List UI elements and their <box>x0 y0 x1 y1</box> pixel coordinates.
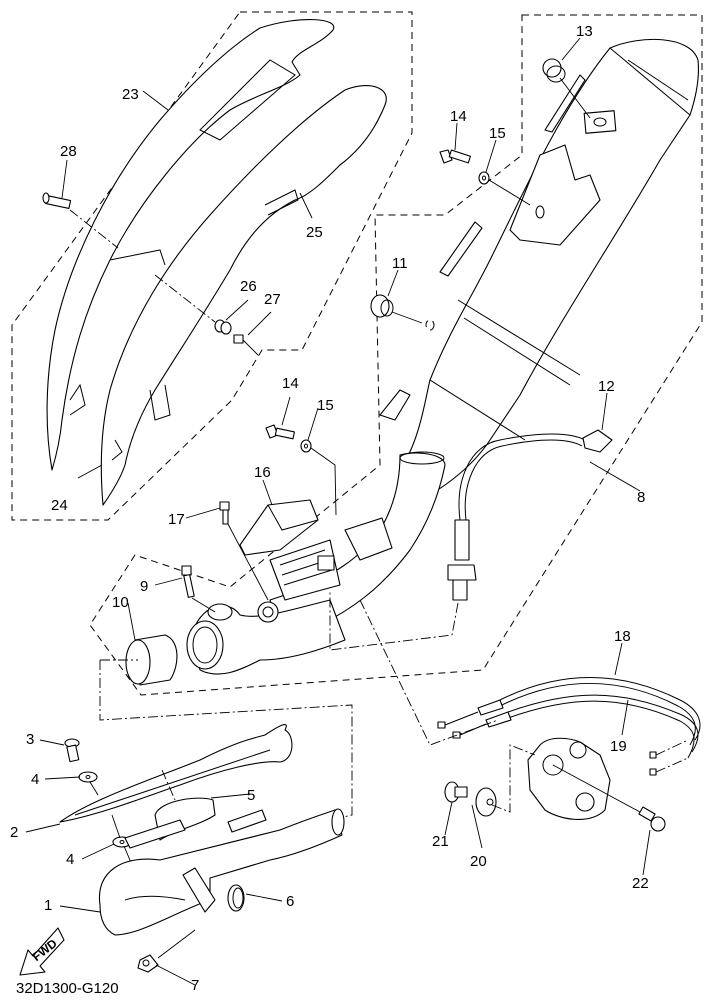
callout-9: 9 <box>140 578 148 595</box>
callout-15-lower: 15 <box>317 397 334 414</box>
callout-27: 27 <box>264 291 281 308</box>
servo-bolt <box>552 764 666 832</box>
muffler-body <box>379 38 699 501</box>
exhaust-pipe <box>98 808 345 936</box>
callout-23: 23 <box>122 86 139 103</box>
callout-11: 11 <box>392 255 408 272</box>
link-pipe <box>186 451 446 675</box>
callout-4-lower: 4 <box>66 851 74 868</box>
callout-14-lower: 14 <box>282 375 299 392</box>
group-boundary-23 <box>11 11 413 521</box>
callout-5: 5 <box>247 787 255 804</box>
callout-16: 16 <box>254 464 271 481</box>
callout-24: 24 <box>51 497 68 514</box>
callout-22: 22 <box>632 875 649 892</box>
cover-screw <box>42 192 119 249</box>
callout-12: 12 <box>598 378 615 395</box>
servo-motor <box>527 737 611 821</box>
cable-routing-leader <box>359 599 499 746</box>
callout-18: 18 <box>614 628 631 645</box>
callout-6: 6 <box>286 893 294 910</box>
pipe-protector <box>59 724 293 823</box>
callout-15-upper: 15 <box>489 125 506 142</box>
callout-3: 3 <box>26 731 34 748</box>
callout-labels: 1 2 3 4 4 5 6 7 8 9 10 11 12 13 14 15 14… <box>10 23 649 994</box>
callout-13: 13 <box>576 23 593 40</box>
callout-10: 10 <box>112 594 129 611</box>
callout-4-upper: 4 <box>31 771 39 788</box>
callout-21: 21 <box>432 833 449 850</box>
protector-screw <box>64 738 80 763</box>
muffler-bolt-upper <box>439 149 471 164</box>
servo-cover <box>239 499 319 556</box>
group-boundary-8 <box>89 14 703 696</box>
cable-end-2 <box>649 768 657 776</box>
protector-washer-lower <box>111 814 133 866</box>
callout-19: 19 <box>610 738 627 755</box>
pipe-gasket <box>227 884 245 912</box>
callout-28: 28 <box>60 143 77 160</box>
joint-gasket <box>99 634 353 821</box>
cover-bolt <box>219 501 269 601</box>
callout-17: 17 <box>168 511 185 528</box>
cable-leader <box>655 739 689 773</box>
callout-25: 25 <box>306 224 323 241</box>
muffler-washer-lower <box>300 439 337 516</box>
muffler-washer-upper <box>478 171 531 206</box>
callout-8: 8 <box>637 489 645 506</box>
muffler-cover-2 <box>100 85 387 506</box>
callout-7: 7 <box>191 977 199 994</box>
callout-26: 26 <box>240 278 257 295</box>
callout-1: 1 <box>44 897 52 914</box>
oxygen-sensor <box>329 429 613 651</box>
grommet <box>370 294 423 324</box>
muffler-bolt-lower <box>265 424 295 440</box>
exup-cable-1 <box>437 677 701 746</box>
flange-nut <box>137 929 196 973</box>
servo-collar <box>444 781 468 803</box>
cable-end-1 <box>649 751 657 759</box>
callout-leaders <box>25 37 651 986</box>
clamp-bolt <box>181 565 216 613</box>
muffler-cover-1 <box>46 19 335 471</box>
muffler-damper <box>542 58 591 119</box>
callout-2: 2 <box>10 824 18 841</box>
fwd-direction-icon: FWD <box>19 927 65 976</box>
drawing-code: 32D1300-G120 <box>16 980 119 997</box>
cover-collar <box>233 334 259 356</box>
servo-damper <box>475 744 536 817</box>
callout-20: 20 <box>470 853 487 870</box>
callout-14-upper: 14 <box>450 108 467 125</box>
protector-washer-upper <box>78 771 99 796</box>
cover-nut <box>154 274 232 335</box>
